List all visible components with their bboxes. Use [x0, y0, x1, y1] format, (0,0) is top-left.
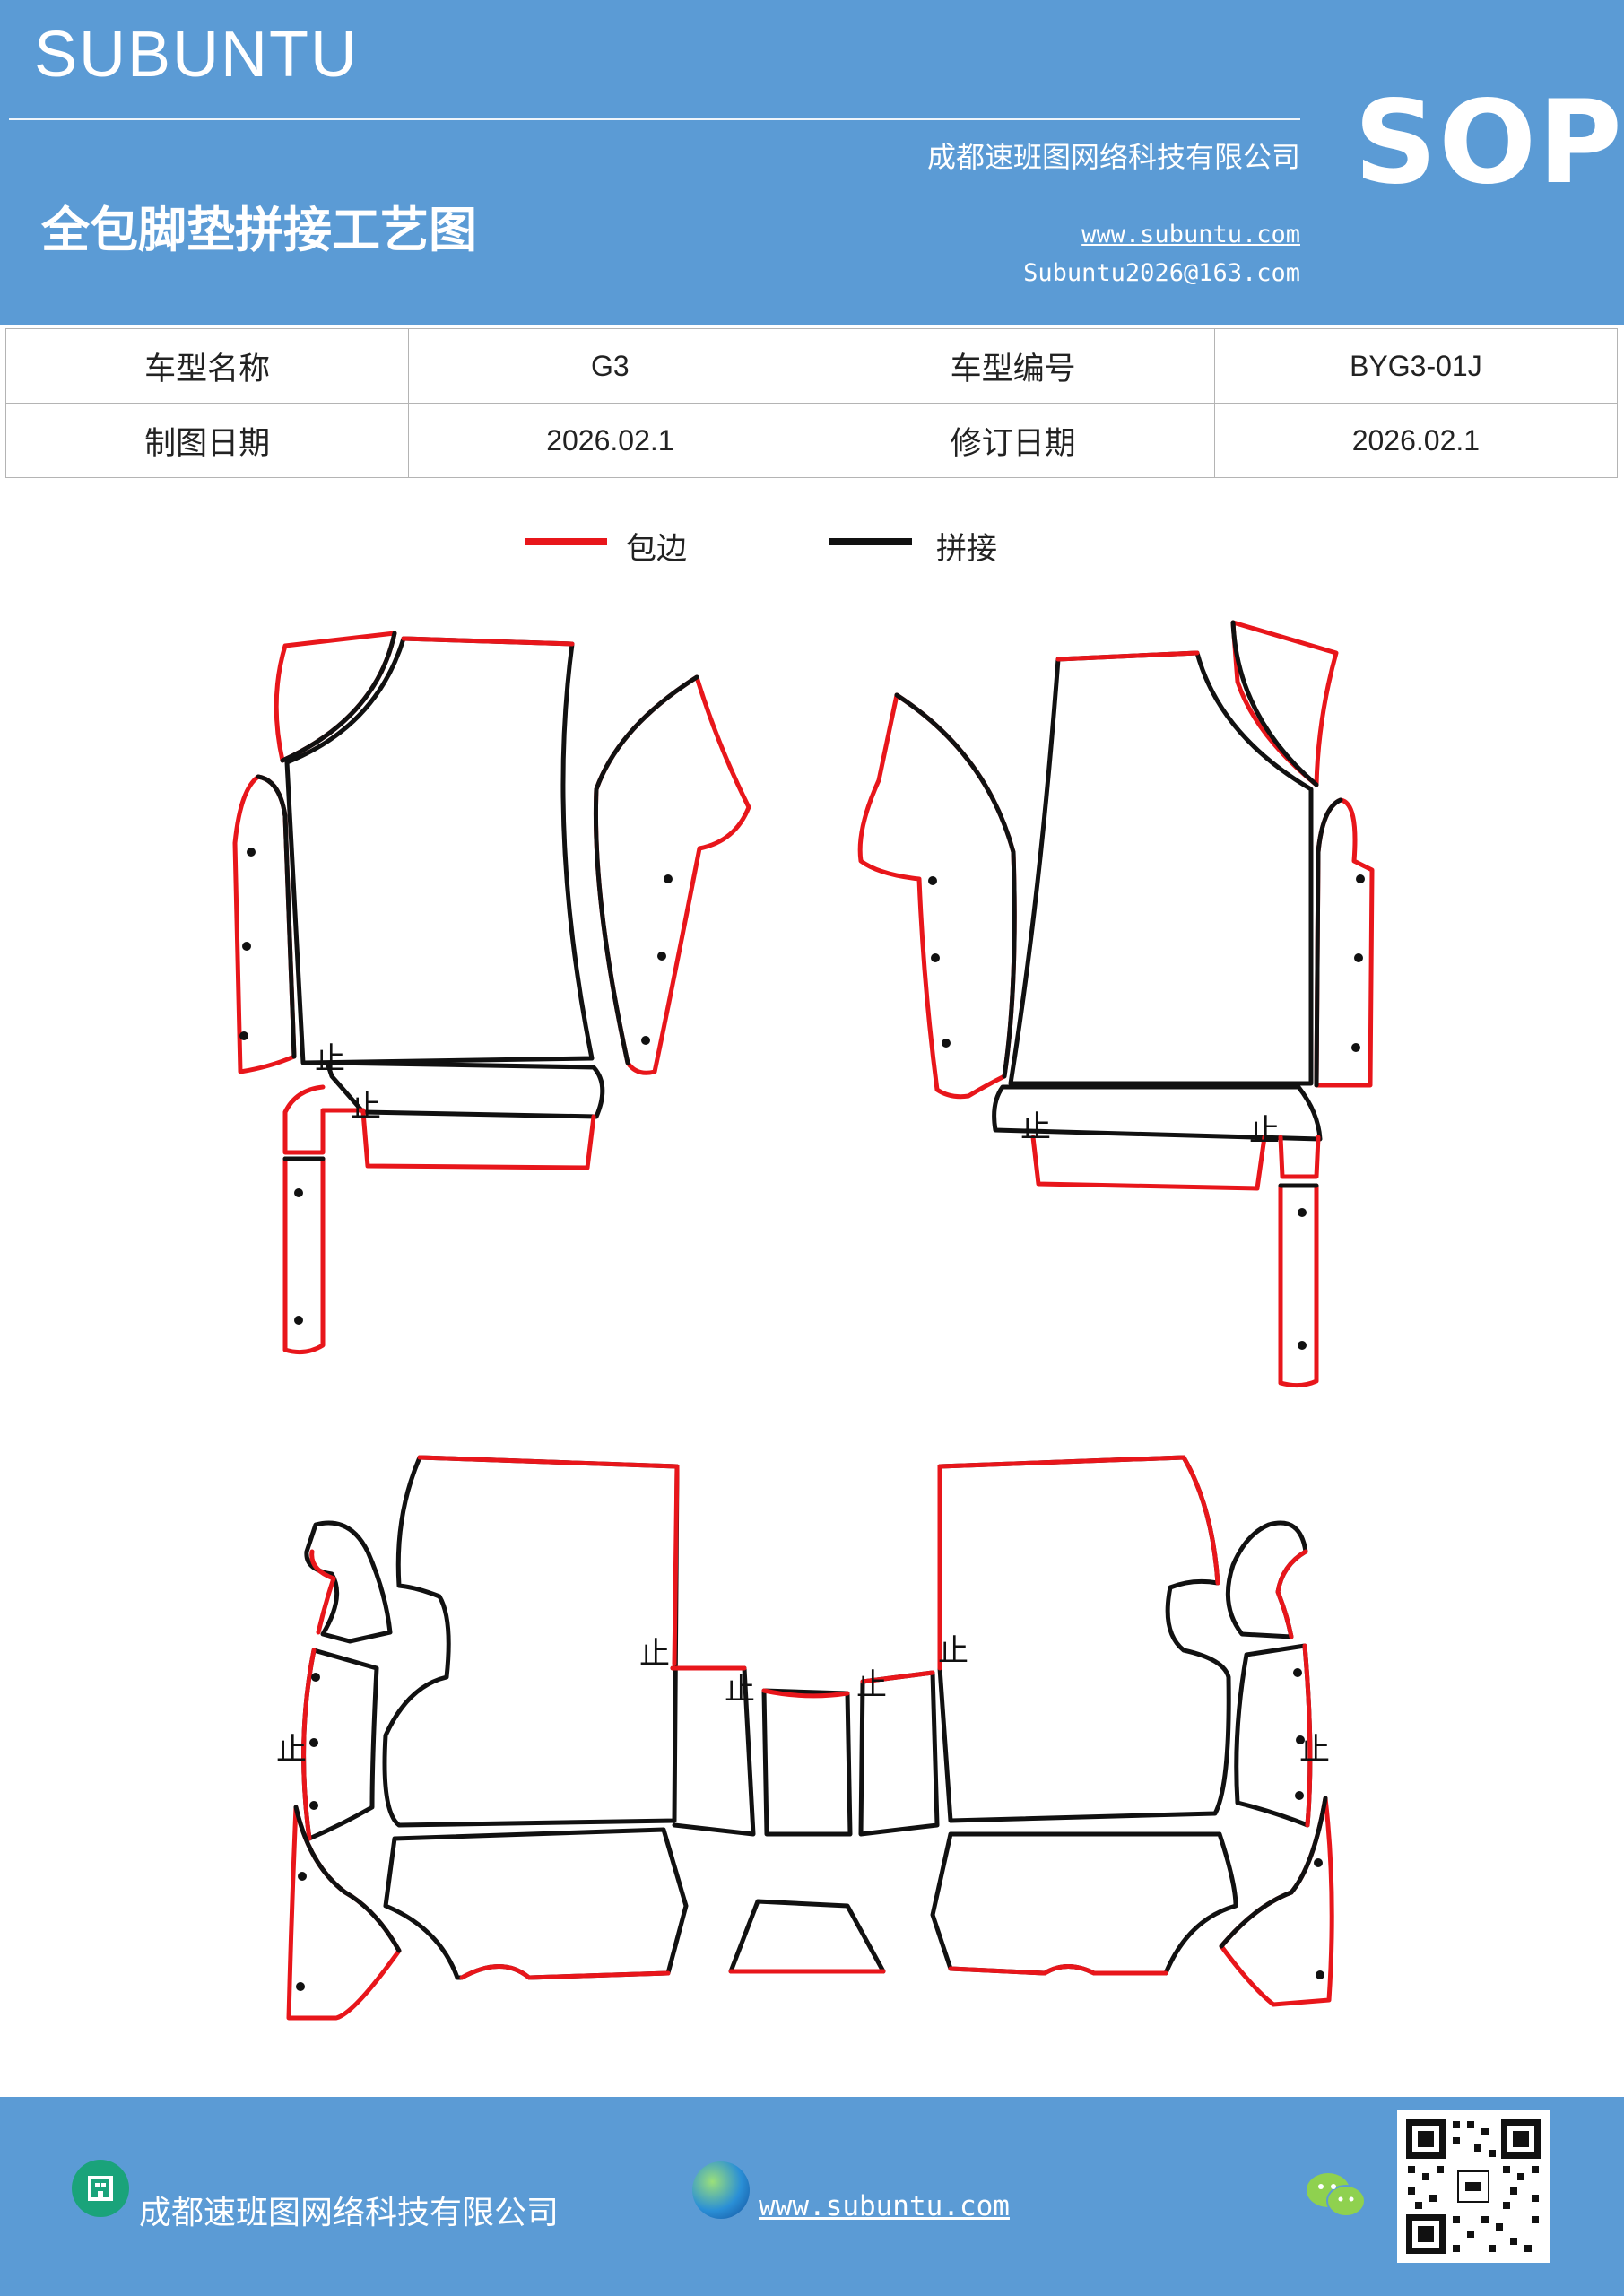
- stop-mark: 止: [725, 1672, 755, 1708]
- stop-mark: 止: [351, 1089, 381, 1125]
- legend-label-edge: 包边: [626, 531, 687, 567]
- floor-mat-diagram: 止 止 止 止 止 止 止 止 止 止: [232, 620, 1375, 2021]
- stop-mark: 止: [1020, 1109, 1051, 1145]
- legend-swatch-seam: [829, 538, 912, 545]
- footer-website-link[interactable]: www.subuntu.com: [759, 2190, 1010, 2222]
- document-title: 全包脚垫拼接工艺图: [41, 202, 477, 258]
- footer-company: 成都速班图网络科技有限公司: [139, 2195, 560, 2231]
- table-cell-label: 车型编号: [811, 328, 1215, 404]
- stop-mark: 止: [1249, 1113, 1280, 1149]
- page-header: SUBUNTU 成都速班图网络科技有限公司 全包脚垫拼接工艺图 www.subu…: [0, 0, 1624, 325]
- header-email: Subuntu2026@163.com: [1023, 259, 1300, 287]
- qr-code[interactable]: [1397, 2110, 1550, 2263]
- table-cell-value: BYG3-01J: [1213, 328, 1619, 404]
- rear-right-mat-group: [930, 1455, 1334, 2007]
- stop-mark: 止: [315, 1041, 345, 1077]
- table-cell-label: 车型名称: [4, 328, 410, 404]
- brand-name: SUBUNTU: [34, 19, 360, 91]
- table-row: 车型名称 G3 车型编号 BYG3-01J: [4, 328, 1619, 404]
- table-cell-value: 2026.02.1: [408, 403, 812, 478]
- table-cell-value: G3: [408, 328, 812, 404]
- stop-mark: 止: [938, 1633, 968, 1669]
- header-divider: [9, 118, 1300, 120]
- rear-left-mat-group: [286, 1455, 756, 2021]
- header-website-link[interactable]: www.subuntu.com: [1081, 221, 1300, 248]
- stop-mark: 止: [276, 1732, 307, 1768]
- table-row: 制图日期 2026.02.1 修订日期 2026.02.1: [4, 403, 1619, 478]
- front-left-mat-group: [232, 631, 751, 1355]
- front-right-mat-group: [857, 620, 1375, 1388]
- wechat-icon[interactable]: [1305, 2169, 1368, 2222]
- legend-swatch-edge: [525, 538, 607, 545]
- legend: 包边 拼接: [0, 526, 1624, 570]
- table-cell-label: 修订日期: [811, 403, 1215, 478]
- sop-label: SOP: [1354, 76, 1624, 210]
- stop-mark: 止: [1299, 1732, 1330, 1768]
- header-company: 成都速班图网络科技有限公司: [926, 140, 1300, 174]
- rear-center-mat-group: [728, 1670, 940, 1974]
- table-cell-label: 制图日期: [4, 403, 410, 478]
- vehicle-info-table: 车型名称 G3 车型编号 BYG3-01J 制图日期 2026.02.1 修订日…: [4, 328, 1619, 478]
- table-cell-value: 2026.02.1: [1213, 403, 1619, 478]
- stop-mark: 止: [856, 1667, 887, 1703]
- globe-icon: [692, 2161, 750, 2219]
- page-footer: 成都速班图网络科技有限公司 www.subuntu.com: [0, 2097, 1624, 2296]
- building-icon: [72, 2160, 129, 2217]
- stop-mark: 止: [639, 1636, 670, 1672]
- legend-label-seam: 拼接: [936, 531, 997, 567]
